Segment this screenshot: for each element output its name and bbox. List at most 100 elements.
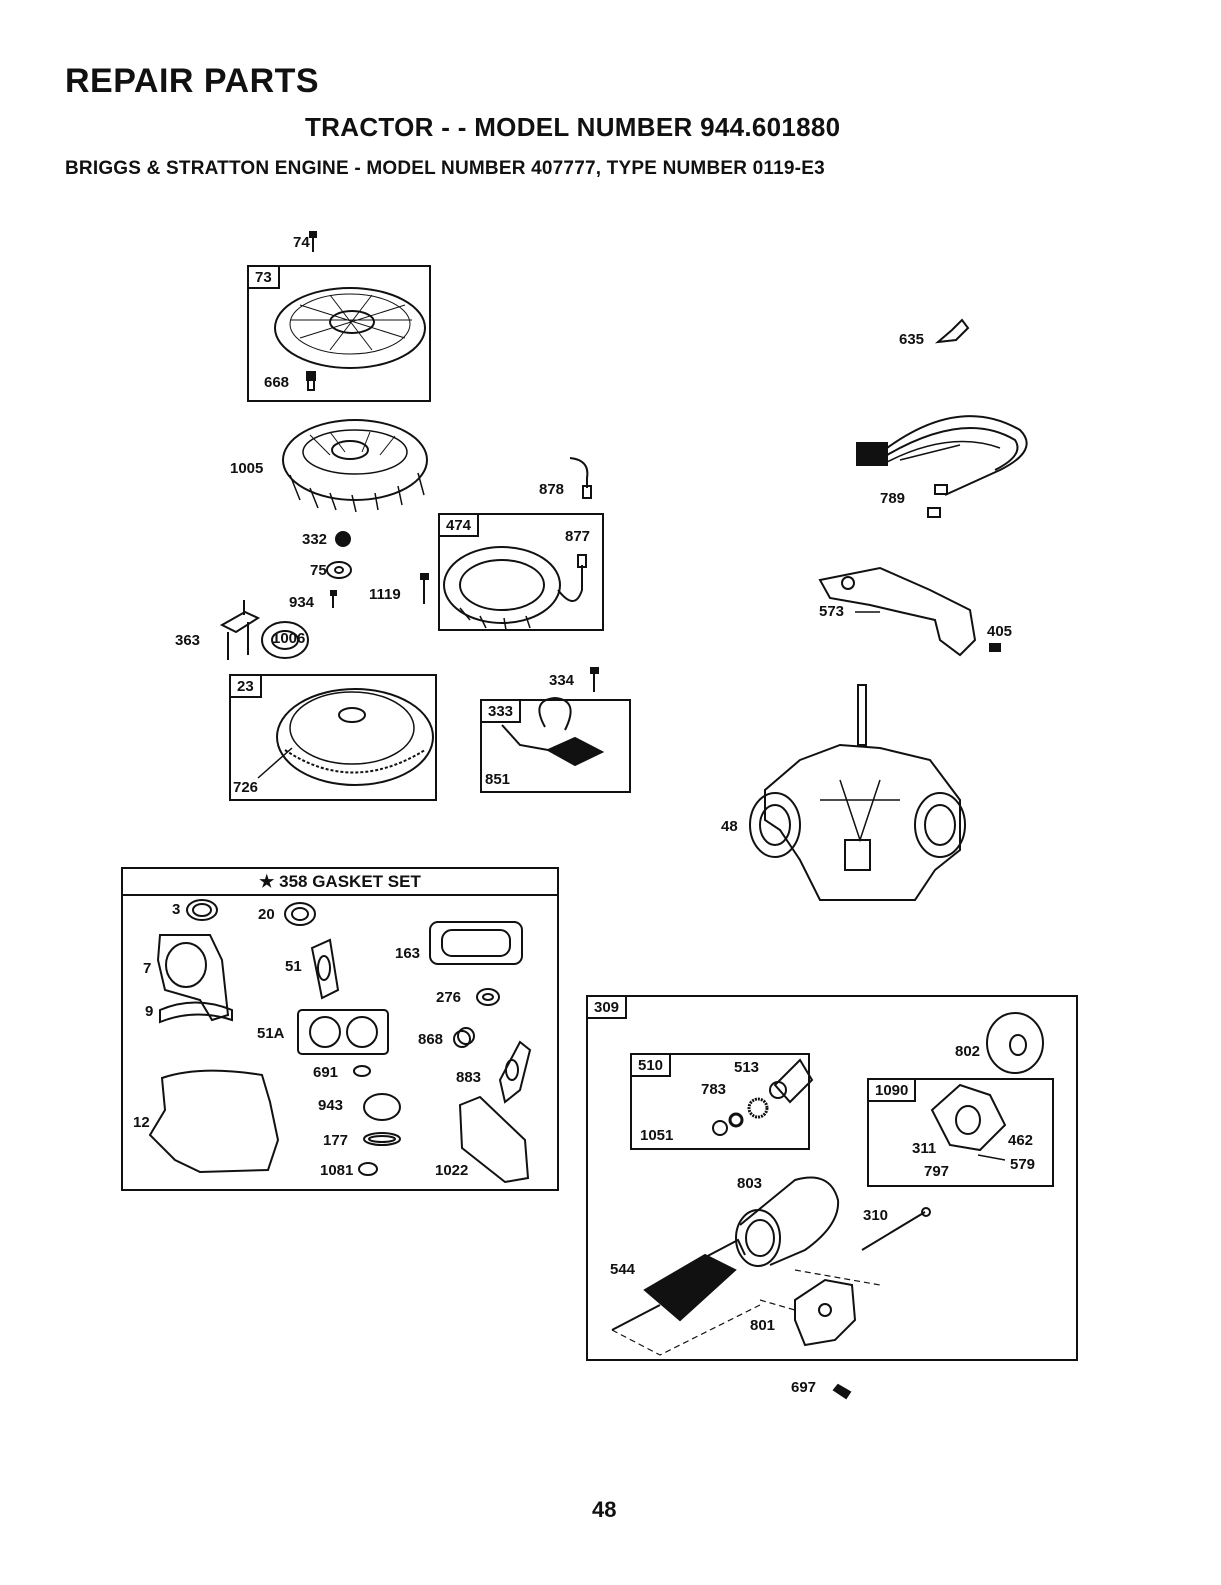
part-label-1119: 1119 — [369, 586, 401, 603]
box-309: 309 — [586, 995, 1078, 1361]
flywheel-23-icon — [258, 689, 433, 785]
box-23: 23 — [229, 674, 437, 801]
part-label-75: 75 — [310, 562, 327, 579]
screw-668-icon — [307, 372, 315, 390]
part-label-943: 943 — [318, 1097, 344, 1114]
gasket-3-icon — [187, 900, 217, 920]
gasket-883-icon — [500, 1042, 530, 1102]
nut-332-icon — [336, 532, 350, 546]
part-label-691: 691 — [313, 1064, 339, 1081]
gasket-163-icon — [430, 922, 522, 964]
oring-943-icon — [364, 1094, 400, 1120]
part-label-12: 12 — [133, 1114, 150, 1131]
page-title: REPAIR PARTS — [65, 62, 320, 100]
part-label-9: 9 — [145, 1003, 154, 1020]
gasket-1022-icon — [460, 1097, 528, 1182]
part-label-803: 803 — [737, 1175, 763, 1192]
bracket-363-icon — [222, 600, 258, 660]
washer-75-icon — [327, 562, 351, 578]
box-1090-tag: 1090 — [869, 1080, 917, 1102]
wire-878-icon — [570, 458, 591, 498]
screw-697-icon — [834, 1385, 850, 1398]
box-333-tag: 333 — [482, 701, 522, 723]
tractor-model-heading: TRACTOR - - MODEL NUMBER 944.601880 — [305, 112, 841, 142]
oring-691-icon — [354, 1066, 370, 1076]
ignition-coil-333-icon — [502, 698, 602, 765]
connector-635-icon — [938, 320, 968, 342]
part-label-573: 573 — [819, 603, 845, 620]
box-23-tag: 23 — [231, 676, 262, 698]
box-73-tag: 73 — [249, 267, 280, 289]
gasket-9-icon — [160, 1003, 232, 1023]
engine-model-heading: BRIGGS & STRATTON ENGINE - MODEL NUMBER … — [65, 158, 825, 179]
part-label-579: 579 — [1010, 1156, 1036, 1173]
bolt-934-icon — [331, 591, 336, 608]
part-label-74: 74 — [293, 234, 310, 251]
part-label-462: 462 — [1008, 1132, 1034, 1149]
wiring-harness-789-icon — [857, 416, 1027, 517]
part-label-789: 789 — [880, 490, 906, 507]
part-label-801: 801 — [750, 1317, 776, 1334]
part-label-1006: 1006 — [272, 630, 306, 647]
part-label-851: 851 — [485, 771, 511, 788]
part-label-783: 783 — [701, 1081, 727, 1098]
part-513-icon — [770, 1060, 812, 1102]
bolt-310-icon — [862, 1208, 930, 1250]
part-label-48: 48 — [721, 818, 738, 835]
box-510-tag: 510 — [632, 1055, 672, 1077]
box-474-tag: 474 — [440, 515, 480, 537]
oring-1081-icon — [359, 1163, 377, 1175]
fan-1005-icon — [283, 420, 427, 512]
part-label-513: 513 — [734, 1059, 760, 1076]
box-333: 333 — [480, 699, 631, 793]
bolt-334-icon — [591, 668, 598, 692]
part-label-7: 7 — [143, 960, 152, 977]
part-label-20: 20 — [258, 906, 275, 923]
part-label-276: 276 — [436, 989, 462, 1006]
part-label-405: 405 — [987, 623, 1013, 640]
gear-783-icon — [749, 1099, 767, 1117]
part-label-311: 311 — [912, 1140, 937, 1157]
end-cap-801-icon — [760, 1270, 880, 1345]
part-label-1022: 1022 — [435, 1162, 469, 1179]
part-1006-icon — [262, 622, 308, 658]
part-label-635: 635 — [899, 331, 925, 348]
part-label-878: 878 — [539, 481, 565, 498]
part-label-726: 726 — [233, 779, 259, 796]
armature-544-icon — [612, 1240, 760, 1355]
crankcase-48-icon — [750, 685, 965, 900]
part-label-868: 868 — [418, 1031, 444, 1048]
part-label-802: 802 — [955, 1043, 981, 1060]
part-label-544: 544 — [610, 1261, 636, 1278]
box-73: 73 — [247, 265, 431, 402]
part-label-332: 332 — [302, 531, 328, 548]
gasket-set-box: ★ 358 GASKET SET — [121, 867, 559, 1191]
gasket-7-icon — [158, 935, 228, 1020]
gasket-20-icon — [285, 903, 315, 925]
part-label-934: 934 — [289, 594, 315, 611]
part-label-363: 363 — [175, 632, 201, 649]
gasket-set-title: ★ 358 GASKET SET — [123, 869, 557, 896]
box-1090: 1090 — [867, 1078, 1054, 1187]
spring-1051-icon — [713, 1114, 742, 1135]
screw-405-icon — [990, 644, 1000, 651]
cover-802-icon — [987, 1013, 1043, 1073]
frame-803-icon — [736, 1178, 838, 1267]
box-474: 474 — [438, 513, 604, 631]
alternator-474-icon — [444, 547, 586, 630]
part-label-883: 883 — [456, 1069, 482, 1086]
part-label-334: 334 — [549, 672, 575, 689]
box-510: 510 — [630, 1053, 810, 1150]
part-label-797: 797 — [924, 1163, 950, 1180]
part-label-163: 163 — [395, 945, 421, 962]
box-309-tag: 309 — [588, 997, 628, 1019]
brush-holder-1090-icon — [932, 1085, 1005, 1160]
gasket-12-icon — [150, 1071, 278, 1172]
page-number: 48 — [592, 1497, 617, 1522]
rotating-screen-icon — [275, 288, 425, 368]
seal-868-icon — [454, 1028, 474, 1047]
oring-177-icon — [364, 1133, 400, 1145]
gasket-51-icon — [312, 940, 338, 998]
part-label-51: 51 — [285, 958, 302, 975]
